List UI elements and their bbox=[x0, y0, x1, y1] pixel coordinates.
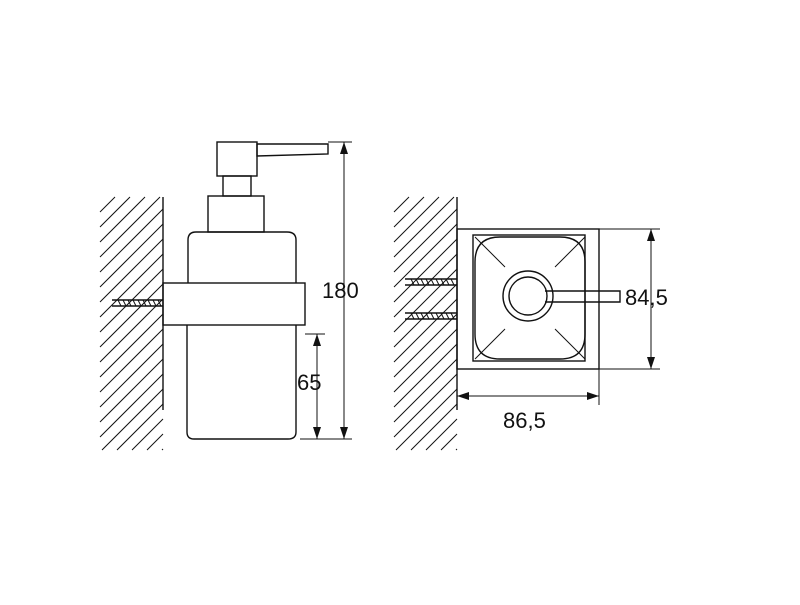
side-wall-hatch bbox=[99, 196, 164, 451]
pump-head-outer-circle bbox=[502, 270, 554, 322]
screw-thread-line bbox=[137, 299, 142, 307]
wall-bracket bbox=[162, 282, 306, 326]
dimension-65: 65 bbox=[297, 333, 325, 439]
pump-neck bbox=[222, 175, 252, 197]
screw-thread-line bbox=[420, 312, 425, 320]
dimension-86-5: 86,5 bbox=[456, 369, 600, 433]
hatch-line bbox=[393, 373, 458, 438]
hatch-line bbox=[99, 196, 146, 243]
hatch-line bbox=[393, 313, 458, 378]
hatch-line bbox=[99, 196, 131, 228]
screw-thread-line bbox=[142, 299, 147, 307]
top-view: 84,5 86,5 bbox=[393, 196, 668, 451]
hatch-line bbox=[99, 298, 164, 363]
screw-thread-line bbox=[435, 312, 440, 320]
screw-thread-line bbox=[410, 278, 415, 286]
screw-thread-line bbox=[132, 299, 137, 307]
hatch-line bbox=[410, 403, 458, 451]
screw-thread-line bbox=[410, 312, 415, 320]
hatch-line bbox=[99, 313, 164, 378]
hatch-line bbox=[101, 388, 164, 451]
dim-label-180: 180 bbox=[322, 278, 359, 303]
hatch-line bbox=[146, 433, 164, 451]
pump-spout bbox=[256, 143, 329, 157]
dim-label-84-5: 84,5 bbox=[625, 285, 668, 310]
hatch-line bbox=[425, 418, 458, 451]
hatch-line bbox=[393, 298, 458, 363]
dimension-180: 180 bbox=[300, 141, 359, 440]
top-screws bbox=[405, 278, 457, 320]
hatch-line bbox=[99, 343, 164, 408]
screw-thread-line bbox=[450, 278, 455, 286]
dim-label-86-5: 86,5 bbox=[503, 408, 546, 433]
hatch-line bbox=[393, 196, 455, 258]
screw-thread-line bbox=[152, 299, 157, 307]
hatch-line bbox=[393, 223, 458, 288]
side-view: 180 65 bbox=[99, 141, 359, 451]
screw-thread-line bbox=[440, 278, 445, 286]
hatch-line bbox=[161, 448, 164, 451]
hatch-line bbox=[99, 253, 164, 318]
screw-thread-line bbox=[440, 312, 445, 320]
hatch-line bbox=[393, 196, 425, 228]
screw-thread-line bbox=[450, 312, 455, 320]
screw-thread-line bbox=[435, 278, 440, 286]
hatch-line bbox=[393, 343, 458, 408]
screw-thread-line bbox=[117, 299, 122, 307]
hatch-line bbox=[393, 283, 458, 348]
dimension-84-5: 84,5 bbox=[599, 228, 668, 370]
screw-thread-line bbox=[147, 299, 152, 307]
hatch-line bbox=[393, 358, 458, 423]
hatch-line bbox=[99, 373, 164, 438]
top-outer-frame bbox=[456, 228, 600, 370]
side-screw bbox=[112, 299, 163, 307]
hatch-line bbox=[131, 418, 164, 451]
hatch-line bbox=[99, 238, 164, 303]
hatch-line bbox=[99, 208, 164, 273]
screw-thread-line bbox=[415, 312, 420, 320]
hatch-line bbox=[99, 328, 164, 393]
hatch-line bbox=[116, 403, 164, 451]
hatch-line bbox=[393, 196, 410, 213]
screw-thread-line bbox=[425, 312, 430, 320]
hatch-line bbox=[99, 358, 164, 423]
screw-thread-line bbox=[425, 278, 430, 286]
hatch-line bbox=[455, 448, 458, 451]
screw-thread-line bbox=[157, 299, 162, 307]
screw-thread-line bbox=[415, 278, 420, 286]
top-hatch-lines bbox=[393, 196, 458, 451]
hatch-line bbox=[99, 283, 164, 348]
screw-thread-line bbox=[445, 312, 450, 320]
top-wall-hatch bbox=[393, 196, 458, 451]
pump-collar bbox=[207, 195, 265, 233]
pump-head-inner-circle bbox=[508, 276, 548, 316]
hatch-line bbox=[393, 208, 458, 273]
screw-thread-line bbox=[122, 299, 127, 307]
hatch-line bbox=[393, 328, 458, 393]
top-bevel-panel bbox=[474, 236, 586, 360]
hatch-line bbox=[99, 196, 161, 258]
hatch-line bbox=[99, 196, 116, 213]
top-spout bbox=[545, 290, 621, 303]
pump-head bbox=[216, 141, 258, 177]
screw-thread-line bbox=[420, 278, 425, 286]
screw-thread-line bbox=[430, 278, 435, 286]
hatch-line bbox=[393, 196, 440, 243]
screw-thread-line bbox=[445, 278, 450, 286]
hatch-line bbox=[440, 433, 458, 451]
soap-container bbox=[186, 231, 297, 440]
screw-thread-line bbox=[430, 312, 435, 320]
hatch-line bbox=[99, 223, 164, 288]
screw-thread-line bbox=[127, 299, 132, 307]
hatch-line bbox=[393, 238, 458, 303]
side-hatch-lines bbox=[99, 196, 164, 451]
hatch-line bbox=[395, 388, 458, 451]
dim-label-65: 65 bbox=[297, 370, 321, 395]
